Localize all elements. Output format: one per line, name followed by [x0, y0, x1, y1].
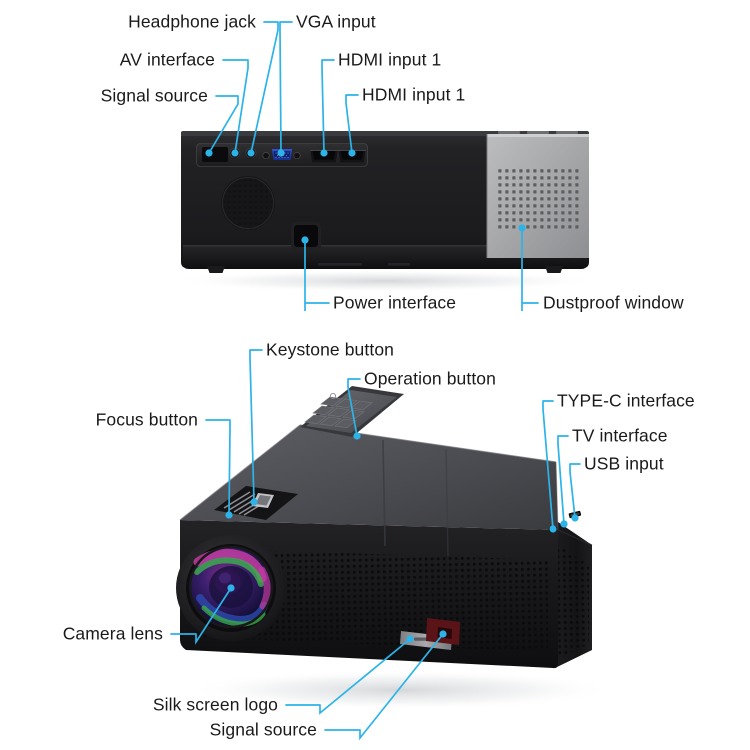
leader-line-av-interface [222, 59, 249, 154]
leader-line-type-c-interface [542, 400, 554, 530]
anchor-dot-type-c-interface [549, 525, 557, 533]
rear-foot-right [545, 266, 563, 273]
callout-anchor-dots [205, 149, 579, 643]
callout-label-dustproof-window: Dustproof window [543, 292, 684, 313]
callout-label-keystone-button: Keystone button [266, 339, 394, 360]
leader-line-keystone-button [249, 349, 263, 503]
anchor-dot-operation-button [353, 432, 361, 440]
anchor-dot-signal-source-front [439, 630, 447, 638]
leader-line-hdmi-input-1a [321, 59, 335, 154]
leader-line-vga-input [279, 21, 293, 154]
callout-label-type-c-interface: TYPE-C interface [557, 390, 695, 411]
callout-label-hdmi-input-1a: HDMI input 1 [338, 49, 442, 70]
callout-label-av-interface: AV interface [119, 49, 215, 70]
callout-label-signal-source-front: Signal source [209, 719, 317, 740]
anchor-dot-keystone-button [250, 498, 258, 506]
leader-line-silk-screen-logo [285, 638, 411, 715]
anchor-dot-silk-screen-logo [406, 635, 414, 643]
anchor-dot-usb-input [571, 514, 579, 522]
callout-label-hdmi-input-1b: HDMI input 1 [362, 84, 466, 105]
power-key-icon [329, 392, 337, 400]
callout-label-headphone-jack: Headphone jack [128, 11, 256, 32]
power-socket [294, 225, 318, 247]
perspective-projector-illustration [176, 386, 615, 710]
rear-base-band [183, 246, 587, 269]
callout-label-tv-interface: TV interface [572, 425, 668, 446]
leader-line-headphone-jack [250, 21, 279, 154]
leader-line-signal-source-front [324, 633, 444, 741]
anchor-dot-focus-button [225, 511, 233, 519]
vga-screw-left [262, 152, 270, 160]
callout-leader-lines [170, 21, 581, 741]
callout-label-silk-screen-logo: Silk screen logo [152, 694, 278, 715]
leader-line-signal-source-rear [208, 95, 239, 154]
leader-line-power-interface [304, 239, 330, 311]
anchor-dot-power-interface [301, 236, 309, 244]
rear-foot-left [207, 266, 225, 273]
anchor-dot-vga-input [277, 149, 285, 157]
leader-line-dustproof-window [521, 227, 539, 311]
anchor-dot-headphone-jack [247, 149, 255, 157]
leader-line-operation-button [347, 378, 361, 437]
callout-label-signal-source-rear: Signal source [100, 85, 208, 106]
leader-line-camera-lens [170, 587, 232, 645]
callout-label-vga-input: VGA input [296, 11, 376, 32]
keypad-buttons [304, 396, 373, 429]
vga-screw-right [293, 152, 301, 160]
anchor-dot-dustproof-window [518, 224, 526, 232]
dustproof-perforation [497, 168, 579, 230]
leader-line-hdmi-input-1b [345, 94, 359, 154]
anchor-dot-av-interface [231, 149, 239, 157]
callout-label-power-interface: Power interface [333, 292, 457, 313]
anchor-dot-camera-lens [227, 584, 235, 592]
leader-line-tv-interface [557, 435, 569, 525]
anchor-dot-hdmi-input-1a [320, 149, 328, 157]
leader-line-usb-input [569, 463, 581, 519]
callout-label-focus-button: Focus button [95, 409, 198, 430]
callout-label-usb-input: USB input [584, 453, 664, 474]
callout-label-operation-button: Operation button [364, 368, 496, 389]
anchor-dot-tv-interface [560, 520, 568, 528]
anchor-dot-signal-source-rear [205, 149, 213, 157]
callout-label-camera-lens: Camera lens [62, 623, 163, 644]
anchor-dot-hdmi-input-1b [348, 149, 356, 157]
leader-line-focus-button [205, 419, 231, 516]
